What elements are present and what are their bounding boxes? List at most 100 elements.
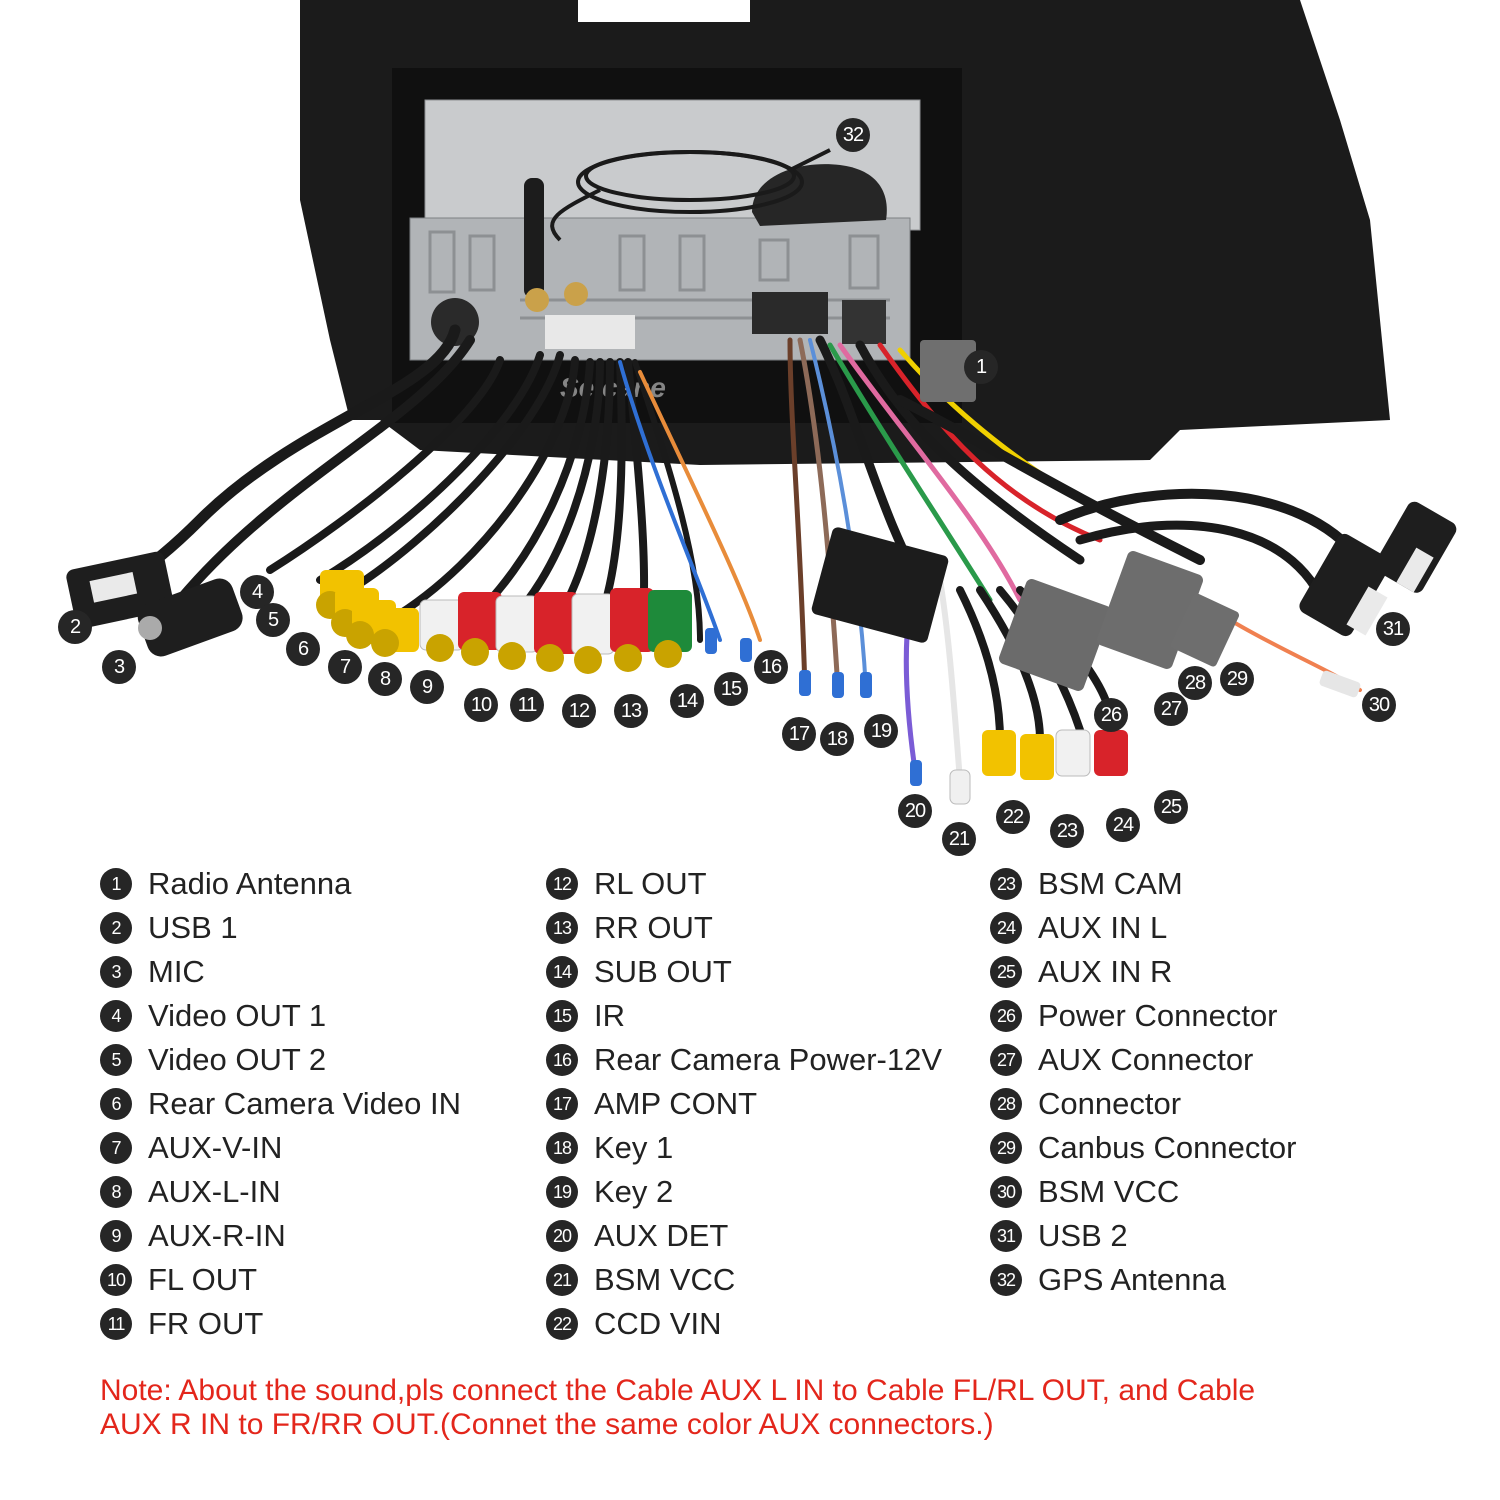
- callout-30: 30: [1362, 688, 1396, 722]
- legend-label: Power Connector: [1038, 998, 1278, 1033]
- usb-port-block: [842, 300, 886, 344]
- callout-32: 32: [836, 118, 870, 152]
- wifi-antenna: [524, 178, 544, 298]
- legend-number-badge: 32: [990, 1264, 1022, 1296]
- black-box: [811, 527, 949, 643]
- legend-label: AUX DET: [594, 1218, 729, 1253]
- callout-11: 11: [510, 688, 544, 722]
- bezel-notch: [578, 0, 750, 22]
- legend-number-badge: 4: [100, 1000, 132, 1032]
- legend-label: USB 2: [1038, 1218, 1128, 1253]
- callout-13: 13: [614, 694, 648, 728]
- legend-item-23: 23 BSM CAM: [990, 862, 1297, 906]
- legend-label: CCD VIN: [594, 1306, 722, 1341]
- legend-label: Rear Camera Power-12V: [594, 1042, 943, 1077]
- legend-label: BSM VCC: [594, 1262, 736, 1297]
- callout-25: 25: [1154, 790, 1188, 824]
- bsm-vcc-white-plug: [949, 769, 971, 805]
- legend-label: MIC: [148, 954, 205, 989]
- callout-27: 27: [1154, 692, 1188, 726]
- rca-plugs-left: [316, 570, 752, 674]
- legend-number-badge: 3: [100, 956, 132, 988]
- callout-31: 31: [1376, 612, 1410, 646]
- callout-7: 7: [328, 650, 362, 684]
- connector-block-28: [1170, 593, 1240, 667]
- legend-number-badge: 7: [100, 1132, 132, 1164]
- cam-power-tip: [740, 638, 752, 662]
- legend-label: Canbus Connector: [1038, 1130, 1297, 1165]
- rca-white-2: [495, 595, 539, 670]
- legend-number-badge: 20: [546, 1220, 578, 1252]
- rca-white-1: [419, 599, 465, 662]
- legend-label: Key 1: [594, 1130, 674, 1165]
- callout-22: 22: [996, 800, 1030, 834]
- legend-label: AUX IN L: [1038, 910, 1168, 945]
- legend-number-badge: 13: [546, 912, 578, 944]
- rca-white-3: [571, 593, 615, 674]
- legend-number-badge: 27: [990, 1044, 1022, 1076]
- legend-number-badge: 23: [990, 868, 1022, 900]
- legend-number-badge: 14: [546, 956, 578, 988]
- legend-label: RL OUT: [594, 866, 707, 901]
- ir-tip: [705, 628, 717, 654]
- connector-gray-1: [920, 340, 976, 402]
- callout-16: 16: [754, 650, 788, 684]
- main-plug: [752, 292, 828, 334]
- antenna-plug: [431, 298, 479, 346]
- callout-5: 5: [256, 603, 290, 637]
- legend-label: AUX Connector: [1038, 1042, 1254, 1077]
- legend-label: BSM VCC: [1038, 1174, 1180, 1209]
- legend-number-badge: 17: [546, 1088, 578, 1120]
- callout-10: 10: [464, 688, 498, 722]
- note-line-1: Note: About the sound,pls connect the Ca…: [100, 1374, 1256, 1407]
- callout-19: 19: [864, 714, 898, 748]
- rca-red-2: [534, 592, 578, 672]
- callout-23: 23: [1050, 814, 1084, 848]
- legend-label: Video OUT 1: [148, 998, 327, 1033]
- legend-label: IR: [594, 998, 625, 1033]
- callout-26: 26: [1094, 698, 1128, 732]
- legend-number-badge: 10: [100, 1264, 132, 1296]
- legend-label: FR OUT: [148, 1306, 264, 1341]
- connectors-right: [799, 340, 1457, 805]
- legend-label: FL OUT: [148, 1262, 258, 1297]
- legend-number-badge: 29: [990, 1132, 1022, 1164]
- legend-number-badge: 5: [100, 1044, 132, 1076]
- legend-label: AUX-V-IN: [148, 1130, 283, 1165]
- legend-item-10: 10 FL OUT: [100, 1258, 461, 1302]
- power-connector-block: [999, 579, 1111, 691]
- legend-number-badge: 19: [546, 1176, 578, 1208]
- callout-17: 17: [782, 717, 816, 751]
- legend-label: AUX IN R: [1038, 954, 1173, 989]
- legend-label: AMP CONT: [594, 1086, 758, 1121]
- legend-number-badge: 22: [546, 1308, 578, 1340]
- mic-connector: [137, 578, 243, 657]
- gps-cable: [550, 148, 831, 242]
- rca-red-3: [610, 588, 654, 672]
- gold-jack-1: [525, 288, 549, 312]
- callout-8: 8: [368, 662, 402, 696]
- legend-label: BSM CAM: [1038, 866, 1183, 901]
- legend-number-badge: 11: [100, 1308, 132, 1340]
- wiring-photo: Seicane: [66, 0, 1457, 805]
- legend-item-20: 20 AUX DET: [546, 1214, 942, 1258]
- legend-number-badge: 18: [546, 1132, 578, 1164]
- gold-jack-2: [564, 282, 588, 306]
- callout-3: 3: [102, 650, 136, 684]
- rca-yellow-4: [371, 608, 419, 657]
- callout-15: 15: [714, 672, 748, 706]
